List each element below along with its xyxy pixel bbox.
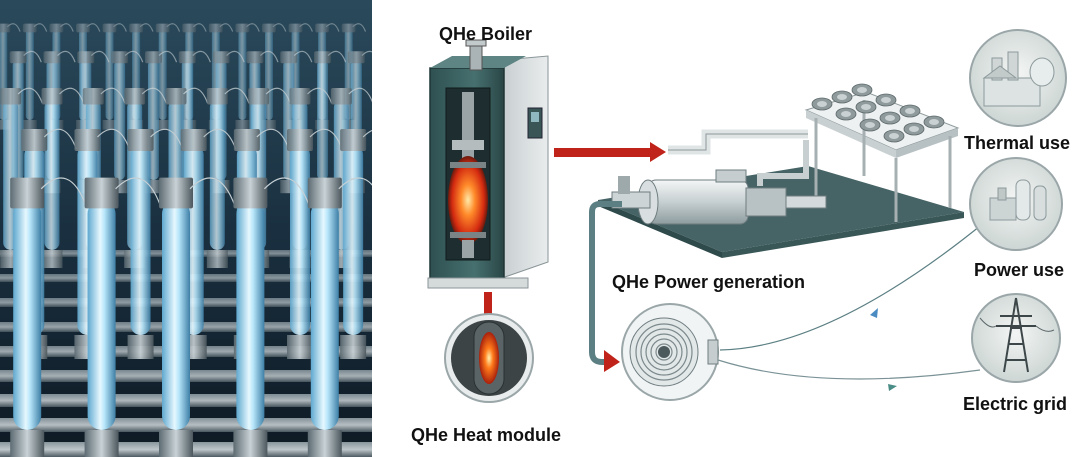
reactor-tube <box>233 177 310 457</box>
power-generation-label: QHe Power generation <box>612 272 806 292</box>
grid-line <box>717 359 981 380</box>
power-plant-icon <box>969 157 1063 251</box>
thermal-use-label: Thermal use <box>964 133 1071 153</box>
turbine-generator-icon <box>611 140 827 225</box>
reactor-array-illustration <box>0 0 372 457</box>
power-use-label: Power use <box>974 260 1065 280</box>
steam-pipe <box>668 129 808 155</box>
factory-icon <box>969 29 1067 127</box>
power-pylon-icon <box>971 293 1061 383</box>
pipe-arrow <box>604 350 620 372</box>
boiler-label: QHe Boiler <box>439 24 533 44</box>
reactor-tube <box>84 177 161 457</box>
heat-link-marker <box>484 292 492 314</box>
reactor-tube <box>159 177 236 457</box>
heat-module-icon <box>444 313 534 403</box>
reactor-array-photo <box>0 0 372 457</box>
grid-arrow <box>888 384 897 391</box>
heat-flow-arrow <box>554 142 666 162</box>
power-generator-icon <box>621 303 719 401</box>
heat-module-label: QHe Heat module <box>411 425 562 445</box>
boiler-cabinet-icon <box>427 39 549 289</box>
reactor-tube <box>41 87 85 268</box>
reactor-tube <box>10 177 87 457</box>
reactor-tube <box>235 23 260 130</box>
power-use-line <box>719 221 986 351</box>
reactor-tube <box>206 87 250 268</box>
reactor-tube <box>127 128 184 359</box>
reactor-tube <box>287 128 343 359</box>
power-use-arrow <box>870 308 878 318</box>
electric-grid-label: Electric grid <box>963 394 1068 414</box>
reactor-tube <box>340 129 372 359</box>
system-diagram <box>427 29 1067 403</box>
reactor-tube <box>307 177 372 457</box>
cooling-fan-array-icon <box>804 83 960 222</box>
return-pipe <box>589 201 622 365</box>
